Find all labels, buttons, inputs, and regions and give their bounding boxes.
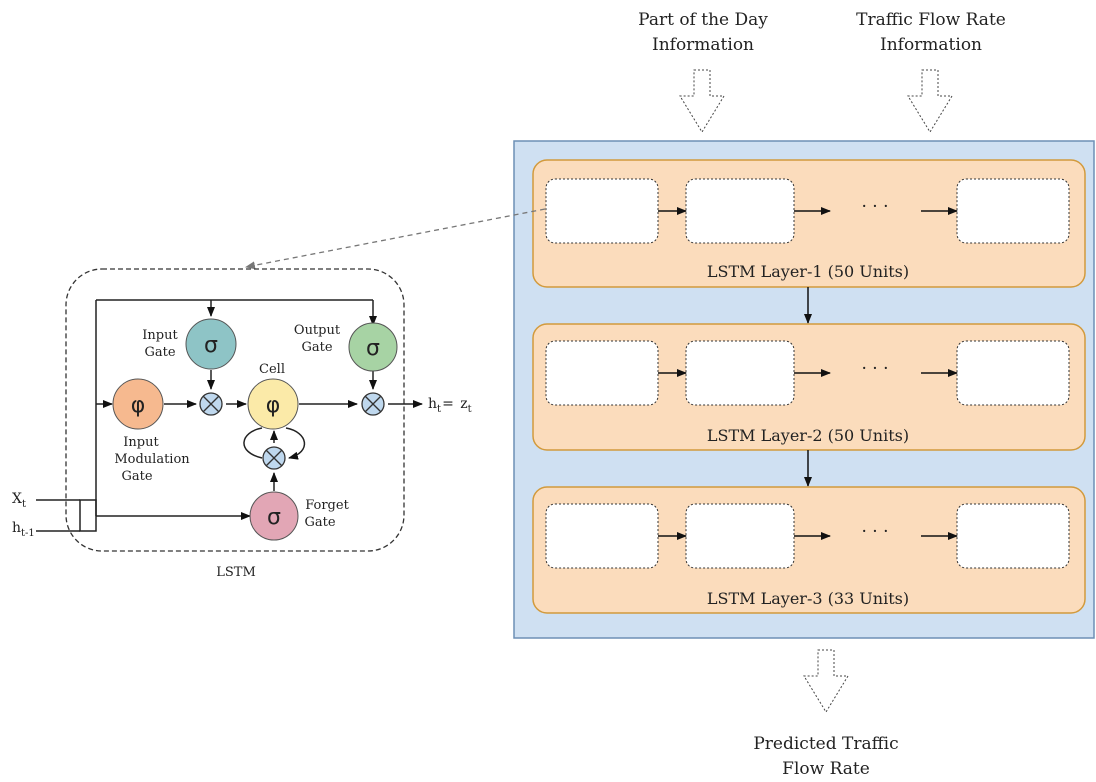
multiply-icon (361, 392, 385, 416)
output-gate (348, 322, 398, 372)
multiply-icon (262, 446, 286, 470)
layer-2-unit-2 (685, 340, 795, 406)
traffic-flow-label-line1: Traffic Flow Rate (856, 10, 1006, 30)
lstm-cell-title: LSTM (216, 565, 256, 580)
input-gate-label-line2: Gate (144, 345, 175, 360)
layer-2-ellipsis: · · · (861, 359, 888, 379)
forget-gate-label-line2: Gate (304, 515, 335, 530)
h-prev-label: ht-1 (12, 520, 35, 539)
cell-symbol: φ (266, 393, 281, 418)
layer-1-unit-2 (685, 178, 795, 244)
part-of-day-arrow-icon (679, 69, 725, 133)
input-modulation-label-line3: Gate (121, 469, 152, 484)
forget-gate (249, 491, 299, 541)
layer-3-unit-1 (545, 503, 659, 569)
part-of-day-label-line1: Part of the Day (638, 10, 768, 30)
layer-2-label: LSTM Layer-2 (50 Units) (707, 426, 909, 445)
input-modulation-label-line1: Input (123, 435, 159, 450)
layer-1-unit-n (956, 178, 1070, 244)
input-gate (185, 318, 237, 370)
output-arrow-icon (803, 649, 849, 713)
traffic-flow-label-line2: Information (880, 35, 982, 55)
layer-3-unit-n (956, 503, 1070, 569)
lstm-layer-2: · · · LSTM Layer-2 (50 Units) (532, 323, 1086, 451)
layer-3-unit-2 (685, 503, 795, 569)
input-gate-symbol: σ (204, 333, 218, 358)
input-modulation-label-line2: Modulation (114, 452, 190, 467)
output-gate-label-line2: Gate (301, 340, 332, 355)
zoom-connector (245, 208, 546, 270)
layer-2-unit-1 (545, 340, 659, 406)
input-modulation-gate-symbol: φ (131, 393, 146, 418)
output-label-line2: Flow Rate (782, 759, 870, 779)
lstm-cell-detail: σ σ φ φ σ Input Gate Output Gate Cell (12, 268, 472, 580)
traffic-flow-arrow-icon (907, 69, 953, 133)
cell-label: Cell (259, 362, 285, 377)
x-input-label: Xt (12, 491, 26, 510)
input-gate-label-line1: Input (142, 328, 178, 343)
layer-3-ellipsis: · · · (861, 522, 888, 542)
input-modulation-gate (112, 378, 164, 430)
layer-1-unit-1 (545, 178, 659, 244)
part-of-day-label-line2: Information (652, 35, 754, 55)
output-gate-label-line1: Output (294, 323, 341, 338)
multiply-icon (199, 392, 223, 416)
lstm-layer-3: · · · LSTM Layer-3 (33 Units) (532, 486, 1086, 614)
h-output-label: ht= zt (428, 396, 472, 415)
output-label-line1: Predicted Traffic (753, 734, 898, 754)
forget-gate-symbol: σ (267, 505, 281, 530)
cell-node (247, 378, 299, 430)
forget-gate-label-line1: Forget (305, 498, 349, 513)
layer-2-unit-n (956, 340, 1070, 406)
layer-1-ellipsis: · · · (861, 197, 888, 217)
lstm-layer-1: · · · LSTM Layer-1 (50 Units) (532, 159, 1086, 288)
output-gate-symbol: σ (366, 336, 380, 361)
layer-1-label: LSTM Layer-1 (50 Units) (707, 262, 909, 281)
layer-3-label: LSTM Layer-3 (33 Units) (707, 589, 909, 608)
